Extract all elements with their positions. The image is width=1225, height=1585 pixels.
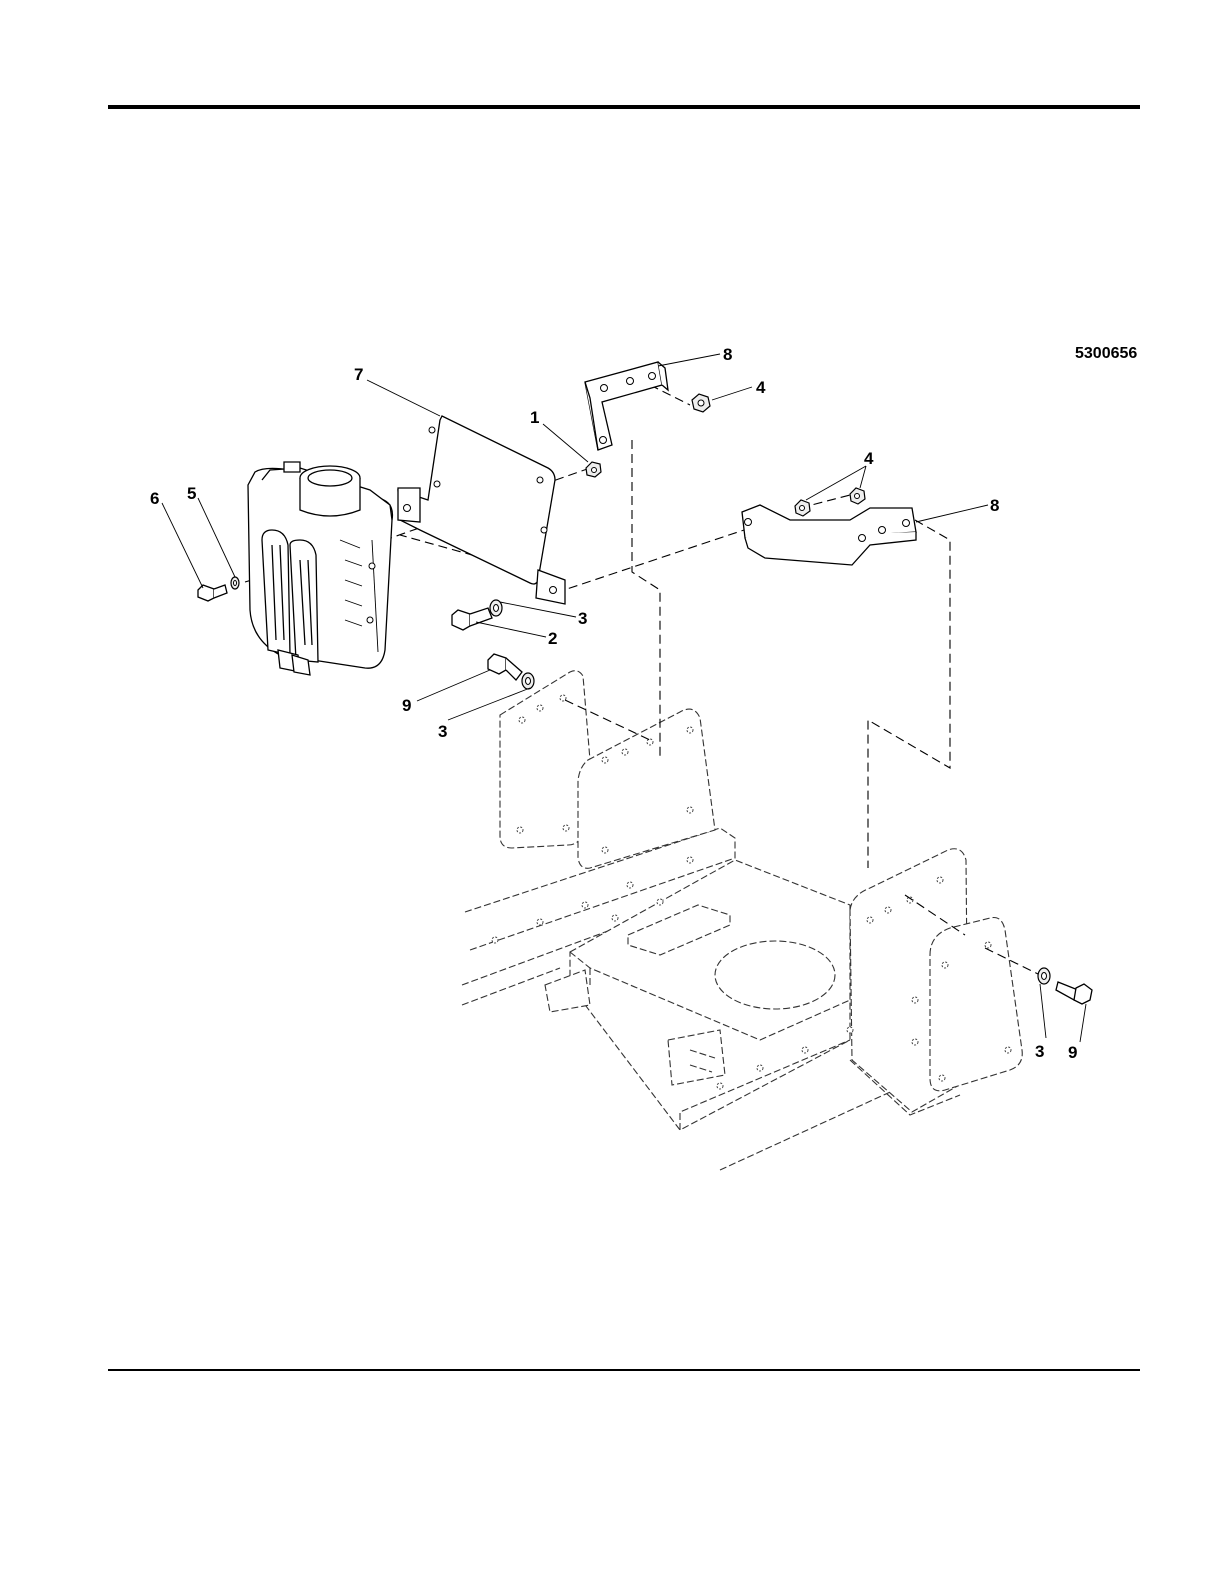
callout-9-right: 9 (1068, 1043, 1077, 1062)
callout-1: 1 (530, 408, 539, 427)
mower-frame (462, 671, 1022, 1170)
callout-4-upper: 4 (756, 378, 766, 397)
bracket-lower (742, 505, 916, 565)
callout-3-right: 3 (1035, 1042, 1044, 1061)
bracket-upper (585, 362, 668, 450)
callout-9-left: 9 (402, 696, 411, 715)
drawing-number: 5300656 (1075, 345, 1137, 362)
callout-4-lower: 4 (864, 449, 874, 468)
callout-3-upper: 3 (578, 609, 587, 628)
callout-5: 5 (187, 484, 196, 503)
callout-7: 7 (354, 365, 363, 384)
mounting-plate (398, 416, 565, 604)
reservoir-tank (248, 462, 392, 675)
callout-2: 2 (548, 629, 557, 648)
callout-8-upper: 8 (723, 345, 732, 364)
callout-3-middle: 3 (438, 722, 447, 741)
callout-6: 6 (150, 489, 159, 508)
callout-8-lower: 8 (990, 496, 999, 515)
